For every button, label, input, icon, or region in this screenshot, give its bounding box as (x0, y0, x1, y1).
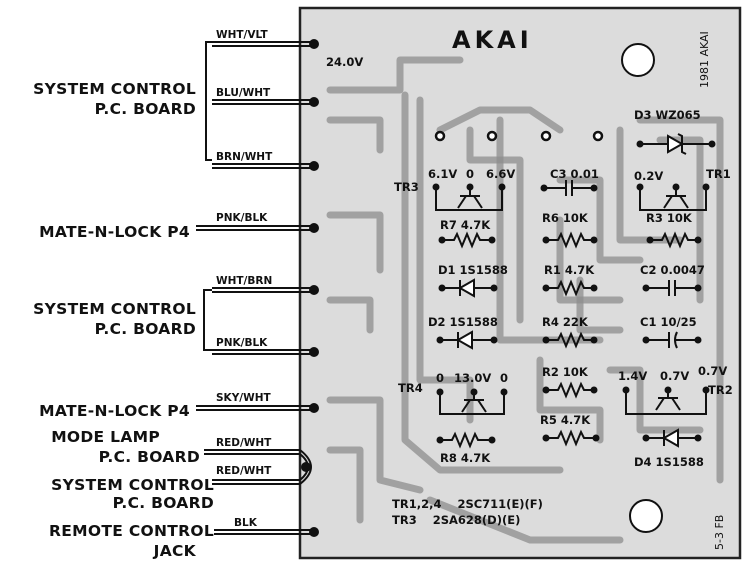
diode-d1: D1 1S1588 (438, 263, 508, 298)
resistor-r6: R6 10K (542, 211, 598, 249)
note-tr3: TR3 2SA628(D)(E) (392, 513, 520, 527)
wire-label-4: PNK/BLK (216, 212, 268, 224)
diode-d2: D2 1S1588 (428, 315, 498, 350)
resistor-r3: R3 10K (646, 211, 702, 249)
brackets (203, 41, 212, 351)
wire-label-10: BLK (234, 517, 258, 529)
capacitor-c1: C1 10/25 (640, 315, 702, 349)
capacitor-c2: C2 0.0047 (640, 263, 705, 296)
label-jack: JACK (153, 542, 197, 560)
label-mode-lamp: MODE LAMP (51, 428, 160, 446)
label-pc-board-1: P.C. BOARD (95, 100, 196, 118)
wire-label-2: BLU/WHT (216, 87, 271, 99)
resistor-r1: R1 4.7K (542, 263, 598, 297)
label-remote-control: REMOTE CONTROL (49, 522, 214, 540)
label-tr2-v2: 0.7V (660, 369, 689, 383)
brand-label: AKAI (452, 26, 533, 54)
capacitor-c3: C3 0.01 (540, 167, 599, 196)
resistor-r8: R8 4.7K (436, 431, 496, 465)
resistor-r7: R7 4.7K (438, 218, 496, 249)
label-tr3-v3: 6.6V (486, 167, 515, 181)
label-c2: C2 0.0047 (640, 263, 705, 277)
label-r5: R5 4.7K (540, 413, 591, 427)
note-tr124: TR1,2,4 2SC711(E)(F) (392, 497, 543, 511)
label-d4: D4 1S1588 (634, 455, 704, 469)
label-r6: R6 10K (542, 211, 589, 225)
supply-voltage-label: 24.0V (326, 55, 363, 69)
wire-label-1: WHT/VLT (216, 29, 268, 41)
label-system-control-1: SYSTEM CONTROL (33, 80, 196, 98)
label-tr3-v1: 6.1V (428, 167, 457, 181)
label-mate-n-lock-2: MATE-N-LOCK P4 (39, 402, 190, 420)
label-d2: D2 1S1588 (428, 315, 498, 329)
corner-mark-bottom: 5-3 FB (713, 515, 726, 550)
label-r8: R8 4.7K (440, 451, 491, 465)
label-tr3: TR3 (394, 180, 419, 194)
left-labels: SYSTEM CONTROL P.C. BOARD MATE-N-LOCK P4… (33, 80, 214, 560)
label-system-control-3: SYSTEM CONTROL (51, 476, 214, 494)
wire-label-9: RED/WHT (216, 465, 272, 477)
label-pc-board-2: P.C. BOARD (95, 320, 196, 338)
transistor-tr2: 1.4V 0.7V 0.7V TR2 (618, 364, 733, 415)
label-r2: R2 10K (542, 365, 589, 379)
resistor-r2: R2 10K (542, 365, 598, 399)
label-c1: C1 10/25 (640, 315, 697, 329)
wire-label-8: RED/WHT (216, 437, 272, 449)
label-r4: R4 22K (542, 315, 589, 329)
label-d1: D1 1S1588 (438, 263, 508, 277)
transistor-tr1: 0.2V TR1 (634, 167, 731, 211)
label-tr4-v3: 0 (500, 371, 508, 385)
label-mate-n-lock-1: MATE-N-LOCK P4 (39, 223, 190, 241)
label-pc-board-3: P.C. BOARD (99, 448, 200, 466)
copper-traces (326, 56, 724, 544)
hole-row (434, 130, 604, 142)
label-r3: R3 10K (646, 211, 693, 225)
diode-d3: D3 WZ065 (634, 108, 716, 155)
resistor-r5: R5 4.7K (540, 413, 600, 447)
label-tr4: TR4 (398, 381, 423, 395)
label-tr2-v3: 0.7V (698, 364, 727, 378)
transistor-tr3: TR3 6.1V 0 6.6V (394, 167, 515, 211)
label-tr1-v: 0.2V (634, 169, 663, 183)
wire-label-5: WHT/BRN (216, 275, 272, 287)
wire-label-7: SKY/WHT (216, 392, 272, 404)
wires: WHT/VLT BLU/WHT BRN/WHT PNK/BLK WHT/BRN … (196, 29, 312, 535)
label-tr4-v1: 0 (436, 371, 444, 385)
transistor-tr4: TR4 0 13.0V 0 (398, 371, 508, 415)
diode-d4: D4 1S1588 (634, 428, 704, 469)
corner-mark-top: 1981 AKAI (698, 31, 711, 88)
label-d3: D3 WZ065 (634, 108, 701, 122)
label-r1: R1 4.7K (544, 263, 595, 277)
label-tr1: TR1 (706, 167, 731, 181)
label-tr2-v1: 1.4V (618, 369, 647, 383)
label-tr3-v2: 0 (466, 167, 474, 181)
wire-label-6: PNK/BLK (216, 337, 268, 349)
resistor-r4: R4 22K (542, 315, 598, 349)
label-pc-board-4: P.C. BOARD (113, 494, 214, 512)
label-c3: C3 0.01 (550, 167, 599, 181)
wire-label-3: BRN/WHT (216, 151, 273, 163)
wire-pads (301, 39, 319, 537)
label-system-control-2: SYSTEM CONTROL (33, 300, 196, 318)
label-r7: R7 4.7K (440, 218, 491, 232)
label-tr2: TR2 (708, 383, 733, 397)
label-tr4-v2: 13.0V (454, 371, 491, 385)
